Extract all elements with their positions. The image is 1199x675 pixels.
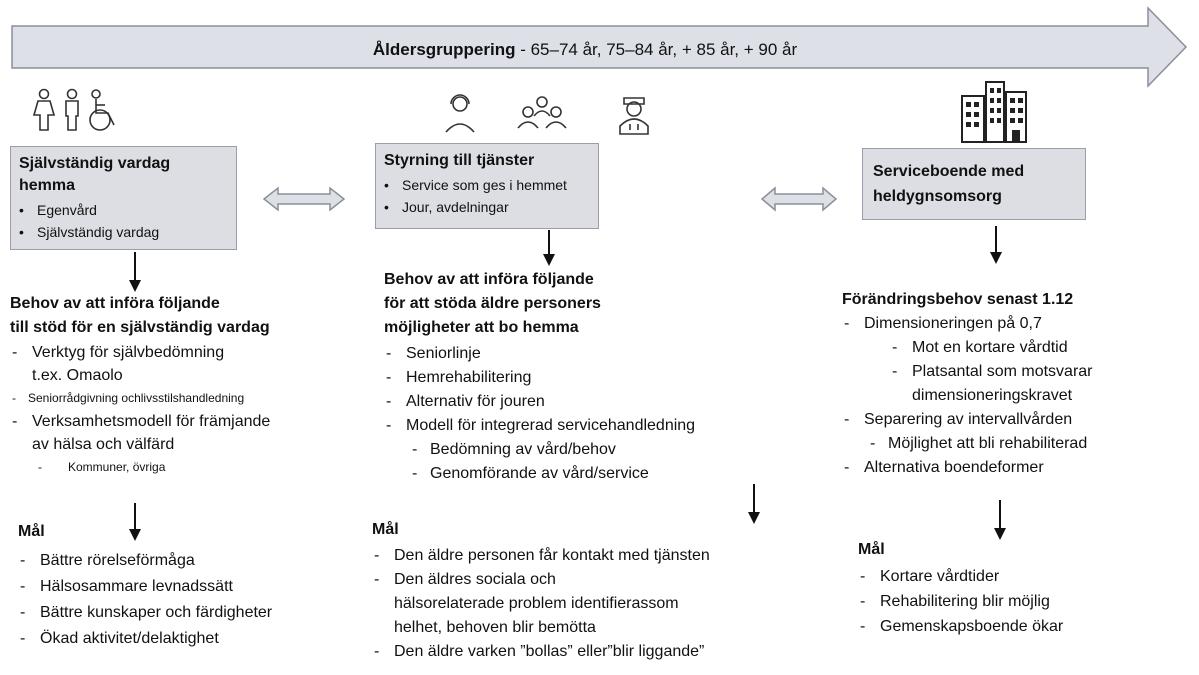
middle-needs-section: Behov av att införa följande för att stö… bbox=[384, 268, 804, 486]
left-needs-section: Behov av att införa följande till stöd f… bbox=[10, 292, 380, 479]
doctor-icon bbox=[619, 97, 649, 135]
wheelchair-icon bbox=[89, 89, 115, 131]
list-item: Hemrehabilitering bbox=[384, 366, 804, 390]
left-icons bbox=[26, 88, 130, 132]
list-item: Bedömning av vård/behov bbox=[384, 438, 804, 462]
box-items: Egenvård Självständig vardag bbox=[19, 199, 228, 243]
middle-goals-section: Mål Den äldre personen får kontakt med t… bbox=[372, 518, 812, 664]
list-item: Alternativ för jouren bbox=[384, 390, 804, 414]
box-items: Service som ges i hemmet Jour, avdelning… bbox=[384, 174, 590, 218]
section-heading: för att stöda äldre personers bbox=[384, 295, 601, 312]
section-heading: Behov av att införa följande bbox=[10, 295, 220, 312]
man-icon bbox=[65, 88, 79, 131]
independent-living-box: Självständig vardag hemma Egenvård Själv… bbox=[10, 146, 237, 250]
list-item: Möjlighet att bli rehabiliterad bbox=[842, 432, 1194, 456]
list-item: Genomförande av vård/service bbox=[384, 462, 804, 486]
right-needs-section: Förändringsbehov senast 1.12 Dimensioner… bbox=[842, 288, 1194, 480]
list-item: Gemenskapsboende ökar bbox=[858, 614, 1158, 639]
box-title: Självständig vardag hemma bbox=[19, 155, 171, 194]
list-item: Bättre rörelseförmåga bbox=[18, 548, 348, 574]
list-item: Den äldre varken ”bollas” eller”blir lig… bbox=[372, 640, 812, 664]
group-icon bbox=[517, 96, 567, 129]
section-heading: till stöd för en självständig vardag bbox=[10, 319, 270, 336]
person-headset-icon bbox=[445, 94, 475, 133]
down-arrow-icon bbox=[128, 503, 142, 541]
down-arrow-icon bbox=[989, 226, 1003, 264]
list-item: Den äldres sociala och bbox=[372, 568, 812, 592]
goals-list: Den äldre personen får kontakt med tjäns… bbox=[372, 544, 812, 664]
section-heading: Förändringsbehov senast 1.12 bbox=[842, 291, 1074, 308]
right-goals-section: Mål Kortare vårdtider Rehabilitering bli… bbox=[858, 538, 1158, 639]
goals-list: Bättre rörelseförmåga Hälsosammare levna… bbox=[18, 548, 348, 652]
box-item: Självständig vardag bbox=[19, 221, 228, 243]
list-item: Verktyg för självbedömning bbox=[10, 341, 380, 364]
list-item: hälsorelaterade problem identifierassom bbox=[394, 595, 679, 612]
list-item: Dimensioneringen på 0,7 bbox=[842, 312, 1194, 336]
list-item: dimensioneringskravet bbox=[912, 387, 1073, 404]
list-item: Rehabilitering blir möjlig bbox=[858, 589, 1158, 614]
banner-age-groups: - 65–74 år, 75–84 år, + 85 år, + 90 år bbox=[515, 40, 798, 59]
goal-heading: Mål bbox=[372, 521, 399, 538]
box-item: Egenvård bbox=[19, 199, 228, 221]
needs-list: Verktyg för självbedömning t.ex. Omaolo … bbox=[10, 341, 380, 479]
list-item: Seniorrådgivning ochlivsstilshandledning bbox=[10, 387, 380, 410]
list-item: Kortare vårdtider bbox=[858, 564, 1158, 589]
list-item: Kommuner, övriga bbox=[10, 456, 380, 479]
list-item: Modell för integrerad servicehandledning bbox=[384, 414, 804, 438]
list-item: Seniorlinje bbox=[384, 342, 804, 366]
section-heading: möjligheter att bo hemma bbox=[384, 319, 579, 336]
service-steering-box: Styrning till tjänster Service som ges i… bbox=[375, 143, 599, 229]
people-icons-group bbox=[32, 88, 115, 131]
list-item: helhet, behoven blir bemötta bbox=[394, 619, 596, 636]
age-grouping-banner: Åldersgruppering - 65–74 år, 75–84 år, +… bbox=[10, 4, 1190, 90]
down-arrow-icon bbox=[993, 500, 1007, 540]
goal-heading: Mål bbox=[18, 523, 45, 540]
list-item: Verksamhetsmodell för främjande bbox=[10, 410, 380, 433]
down-arrow-icon bbox=[128, 252, 142, 292]
banner-arrow-shape bbox=[11, 6, 1188, 88]
list-item: Separering av intervallvården bbox=[842, 408, 1194, 432]
banner-text: Åldersgruppering - 65–74 år, 75–84 år, +… bbox=[10, 40, 1160, 60]
box-title: Styrning till tjänster bbox=[384, 152, 535, 169]
box-title: Serviceboende med heldygnsomsorg bbox=[873, 163, 1025, 205]
list-item: Alternativa boendeformer bbox=[842, 456, 1194, 480]
list-item: Den äldre personen får kontakt med tjäns… bbox=[372, 544, 812, 568]
list-item: Platsantal som motsvarar bbox=[842, 360, 1194, 384]
left-double-arrow bbox=[262, 186, 346, 212]
down-arrow-icon bbox=[747, 484, 761, 524]
box-item: Jour, avdelningar bbox=[384, 196, 590, 218]
down-arrow-icon bbox=[542, 230, 556, 266]
needs-list: Seniorlinje Hemrehabilitering Alternativ… bbox=[384, 342, 804, 486]
box-item: Service som ges i hemmet bbox=[384, 174, 590, 196]
goal-heading: Mål bbox=[858, 541, 885, 558]
list-item: t.ex. Omaolo bbox=[32, 367, 123, 384]
list-item: Bättre kunskaper och färdigheter bbox=[18, 600, 348, 626]
list-item: Ökad aktivitet/delaktighet bbox=[18, 626, 348, 652]
list-item: Hälsosammare levnadssätt bbox=[18, 574, 348, 600]
middle-icons bbox=[442, 92, 667, 138]
left-goals-section: Mål Bättre rörelseförmåga Hälsosammare l… bbox=[18, 520, 348, 652]
needs-list: Dimensioneringen på 0,7 Mot en kortare v… bbox=[842, 312, 1194, 480]
goals-list: Kortare vårdtider Rehabilitering blir mö… bbox=[858, 564, 1158, 639]
banner-title: Åldersgruppering bbox=[372, 40, 516, 59]
service-housing-box: Serviceboende med heldygnsomsorg bbox=[862, 148, 1086, 220]
list-item: Mot en kortare vårdtid bbox=[842, 336, 1194, 360]
section-heading: Behov av att införa följande bbox=[384, 271, 594, 288]
right-double-arrow bbox=[760, 186, 838, 212]
right-icons bbox=[958, 78, 1030, 144]
woman-icon bbox=[32, 88, 56, 131]
buildings-icon bbox=[961, 81, 1027, 143]
list-item: av hälsa och välfärd bbox=[32, 436, 175, 453]
